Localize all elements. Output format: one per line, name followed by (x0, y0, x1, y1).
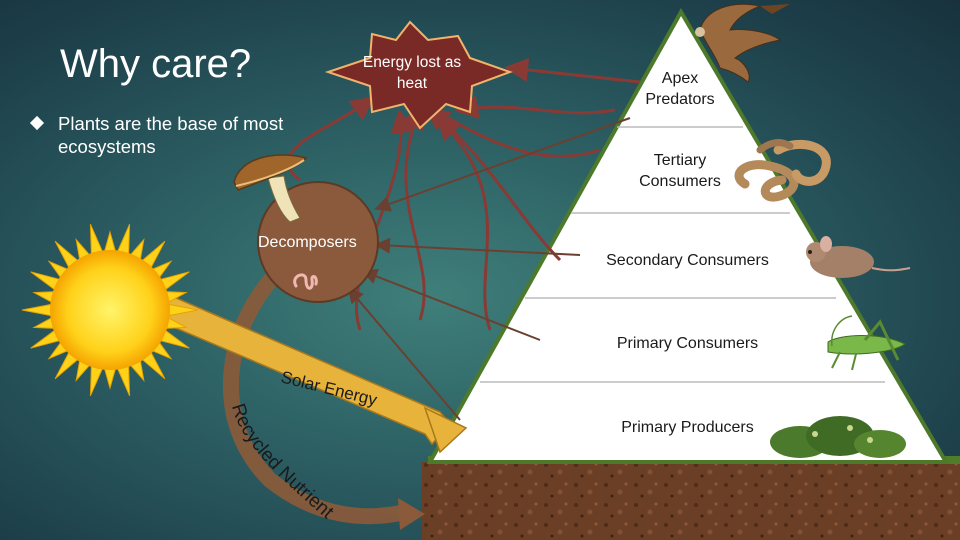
level-apex-predators: Apex Predators (645, 70, 715, 108)
slide-title: Why care? (60, 42, 252, 86)
worm-icon (293, 273, 318, 290)
heat-arrow-tertiary (454, 95, 616, 119)
heat-arrow-5 (425, 106, 562, 262)
level-primary-consumers: Primary Consumers (616, 335, 759, 352)
arrow-tertiary-to-decomposers (374, 117, 631, 212)
level-primary-producers: Primary Producers (621, 419, 754, 436)
heat-arrow-3 (435, 115, 492, 331)
bullet-text: Plants are the base of most ecosystems (58, 113, 284, 157)
shrub-icon (770, 416, 906, 458)
soil-ground (422, 462, 960, 540)
heat-arrow-2 (401, 104, 426, 321)
sun-ray (21, 303, 55, 317)
sun-icon (21, 223, 199, 397)
grasshopper-icon (827, 315, 907, 371)
mushroom-icon (233, 154, 308, 223)
level-tertiary-consumers: Tertiary Consumers (639, 152, 721, 190)
decomposers-label: Decomposers (258, 234, 357, 251)
recycled-nutrients-arrowhead (398, 498, 425, 530)
hawk-icon (695, 3, 790, 83)
arrow-producers-to-decomposers (347, 286, 461, 421)
level-secondary-consumers: Secondary Consumers (606, 252, 769, 269)
arrow-primary-to-decomposers (361, 268, 541, 341)
heat-arrow-apex (504, 57, 641, 84)
arrow-secondary-to-decomposers (374, 237, 581, 256)
decomposer-arrows (347, 117, 631, 421)
trophic-pyramid (426, 7, 950, 464)
mouse-icon (806, 236, 911, 278)
heat-loss-star (324, 20, 513, 130)
snake-icon (734, 139, 831, 202)
energy-lost-label: Energy lost as heat (362, 54, 462, 92)
heat-arrow-decomposer (286, 96, 375, 182)
